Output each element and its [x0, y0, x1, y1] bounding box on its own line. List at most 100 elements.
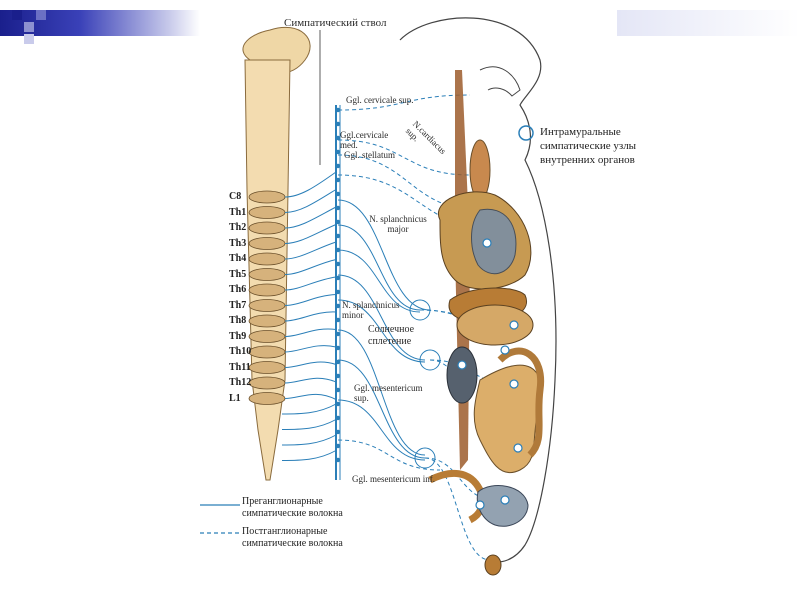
trunk-ganglion [335, 149, 341, 155]
diagram-title: Симпатический ствол [284, 17, 387, 29]
label-plexus-solaris: Солнечное сплетение [368, 324, 415, 347]
vertebra-body [248, 345, 286, 359]
larynx [469, 139, 491, 201]
rectum [428, 469, 486, 524]
preganglionic-fiber [337, 329, 426, 456]
vertebra-body [248, 392, 286, 405]
colon [497, 347, 545, 458]
label-n-splanchnicus-major: N. splanchnicus major [369, 214, 427, 234]
trunk-ganglion [335, 415, 341, 421]
trunk-ganglion [335, 121, 341, 127]
trunk-ganglion [335, 191, 341, 197]
trunk-ganglion [335, 359, 341, 365]
vertebra-body [248, 314, 286, 328]
trunk-ganglion [335, 163, 341, 169]
preganglionic-fiber [337, 359, 426, 459]
vertebra-label: L1 [229, 392, 241, 404]
trunk-ganglion [335, 261, 341, 267]
header-fade-bar [617, 10, 800, 36]
preganglionic-fiber [337, 199, 431, 311]
trunk-ganglion [335, 457, 341, 463]
label-ggl-mesentericum-inf: Ggl. mesentericum inf. [352, 474, 435, 484]
vertebra-body [248, 190, 286, 204]
intramural-legend-circle [518, 125, 534, 141]
ramus-communicans [281, 434, 337, 446]
intramural-node [513, 443, 523, 453]
vertebra-label: C8 [229, 191, 242, 202]
label-ggl-stellatum: Ggl. stellatum [344, 150, 395, 160]
ramus-communicans [284, 206, 337, 229]
ramus-communicans [284, 259, 337, 275]
heart [471, 208, 517, 275]
preganglionic-fiber [337, 399, 426, 461]
intramural-node [509, 379, 519, 389]
vertebra-body [248, 252, 286, 266]
vertebra-label: Th1 [229, 206, 247, 218]
vertebra-label: Th9 [229, 330, 247, 342]
ramus-communicans [284, 361, 337, 368]
intramural-node [509, 320, 519, 330]
trunk-ganglion [335, 443, 341, 449]
trunk-ganglion [335, 303, 341, 309]
postganglionic-fiber [337, 154, 481, 211]
vertebra-label: Th6 [229, 284, 247, 295]
trunk-ganglion [335, 205, 341, 211]
vertebra-label: Th3 [229, 237, 247, 249]
intramural-nodes-group [457, 238, 523, 510]
vertebra-body [248, 361, 286, 374]
trunk-ganglion [335, 373, 341, 379]
ramus-communicans [281, 419, 337, 430]
testis [484, 554, 502, 576]
vertebra-label: Th10 [229, 346, 252, 357]
intramural-node [475, 500, 485, 510]
vertebra-body [248, 237, 286, 250]
label-ggl-cervicale-med: Ggl.cervicale med. [340, 130, 389, 150]
intestines [473, 364, 542, 474]
trunk-ganglion [335, 317, 341, 323]
mesenteric-inf-ganglion-marker [414, 447, 436, 469]
vertebra-label: Th7 [229, 299, 247, 311]
ramus-communicans [284, 311, 337, 322]
ramus-communicans [284, 171, 337, 198]
ramus-communicans [281, 450, 337, 461]
preganglionic-fiber [337, 249, 421, 313]
preganglionic-fiber [337, 299, 426, 363]
vertebra-body [248, 283, 286, 297]
intramural-node [482, 238, 492, 248]
rami-group [281, 107, 341, 463]
vertebra-body [248, 221, 286, 235]
body-outline [399, 17, 557, 563]
vertebra-label: Th12 [229, 377, 252, 388]
vertebra-label: Th4 [229, 253, 247, 264]
label-n-splanchnicus-minor: N. splanchnicus minor [342, 300, 400, 320]
trunk-ganglion [335, 387, 341, 393]
ramus-communicans [284, 294, 337, 306]
intramural-node [457, 360, 467, 370]
ramus-communicans [281, 403, 337, 415]
bladder [476, 485, 529, 527]
vertebra-body [248, 268, 286, 281]
ramus-communicans [284, 345, 337, 353]
face-outline [479, 66, 521, 97]
trunk-ganglion [335, 345, 341, 351]
trunk-ganglion [335, 289, 341, 295]
ramus-communicans [284, 189, 337, 213]
trunk-ganglion [335, 331, 341, 337]
kidney-spleen [446, 346, 478, 404]
vertebra-body [248, 299, 286, 312]
ramus-communicans [284, 241, 337, 260]
ramus-communicans [284, 377, 337, 384]
intramural-label: Интрамуральные симпатические узлы внутре… [540, 126, 637, 166]
postganglionic-fiber [337, 94, 471, 111]
legend-dashed-label: Постганглионарные симпатические волокна [242, 526, 343, 549]
mesenteric-sup-ganglion-marker [419, 349, 441, 371]
postganglionic-fiber [424, 457, 491, 561]
trunk-ganglion [335, 135, 341, 141]
celiac-ganglion-marker [409, 299, 431, 321]
ramus-communicans [284, 393, 337, 400]
ramus-communicans [284, 276, 337, 291]
label-ggl-mesentericum-sup: Ggl. mesentericum sup. [354, 383, 423, 403]
vertebra-label: Th5 [229, 268, 247, 280]
trunk-ganglion [335, 275, 341, 281]
